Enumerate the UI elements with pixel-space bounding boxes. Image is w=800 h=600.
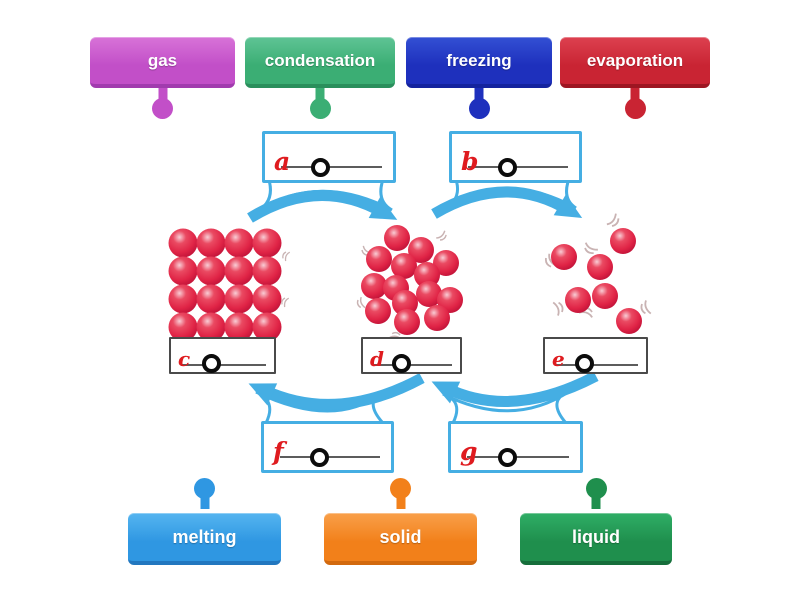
slot-letter-d: d [370,347,384,371]
pin-icon [474,88,484,100]
slot-letter-c: c [178,347,191,371]
answer-box-g[interactable]: g [448,421,583,473]
answer-slot-ring[interactable] [309,448,329,467]
pin-icon [200,497,209,509]
answer-slot-ring[interactable] [202,354,222,373]
slot-letter-g: g [460,437,478,466]
arrow-left-to-middle [247,189,385,223]
answer-line [467,456,569,458]
answer-line [373,364,452,366]
label-condensation-text: condensation [264,50,376,70]
slot-letter-a: a [274,147,291,176]
answer-slot-ring[interactable] [311,158,331,177]
arrowhead-left-2 [431,381,461,404]
slot-letter-e: e [552,347,565,371]
pin-icon [158,88,167,100]
pin-icon [396,497,405,509]
answer-box-d[interactable]: d [361,337,462,374]
pin-icon [591,497,601,509]
label-solid-text: solid [379,526,422,547]
label-evaporation[interactable]: evaporation [560,37,710,100]
label-liquid[interactable]: liquid [520,497,672,565]
answer-line [281,166,382,168]
slot-letter-b: b [461,147,479,176]
answer-line [181,364,266,366]
label-solid[interactable]: solid [324,497,477,565]
label-gas[interactable]: gas [90,37,235,100]
answer-line [555,364,638,366]
arrowhead-right-1 [368,196,398,220]
answer-box-f[interactable]: f [261,421,394,473]
slot-letter-f: f [273,437,284,466]
answer-slot-ring[interactable] [575,354,595,373]
label-melting[interactable]: melting [128,497,281,565]
answer-line [468,166,568,168]
label-melting-text: melting [172,526,237,547]
label-evaporation-text: evaporation [586,50,684,70]
answer-slot-ring[interactable] [497,448,517,467]
answer-box-a[interactable]: a [262,131,396,183]
gas-particles [551,228,642,334]
answer-slot-ring[interactable] [391,354,411,373]
answer-box-b[interactable]: b [449,131,582,183]
answer-slot-ring[interactable] [497,158,517,177]
arrow-heads [248,194,583,406]
label-freezing[interactable]: freezing [406,37,552,100]
cycle-arrows [247,186,599,410]
liquid-particles [361,225,463,335]
arrow-right-to-middle [443,371,599,407]
pin-icon [630,88,640,100]
arrow-middle-to-right [431,186,571,219]
pin-icon [315,88,325,100]
label-gas-text: gas [147,50,178,70]
arrowhead-right-2 [553,194,583,219]
answer-line [280,456,380,458]
arrowhead-left-1 [248,383,278,406]
arrow-middle-to-left [261,373,425,410]
label-condensation[interactable]: condensation [245,37,395,100]
callout-funnel-g [442,389,571,425]
solid-particles [168,228,282,342]
label-liquid-text: liquid [572,526,620,547]
answer-box-e[interactable]: e [543,337,648,374]
answer-box-c[interactable]: c [169,337,276,374]
label-freezing-text: freezing [446,50,512,70]
